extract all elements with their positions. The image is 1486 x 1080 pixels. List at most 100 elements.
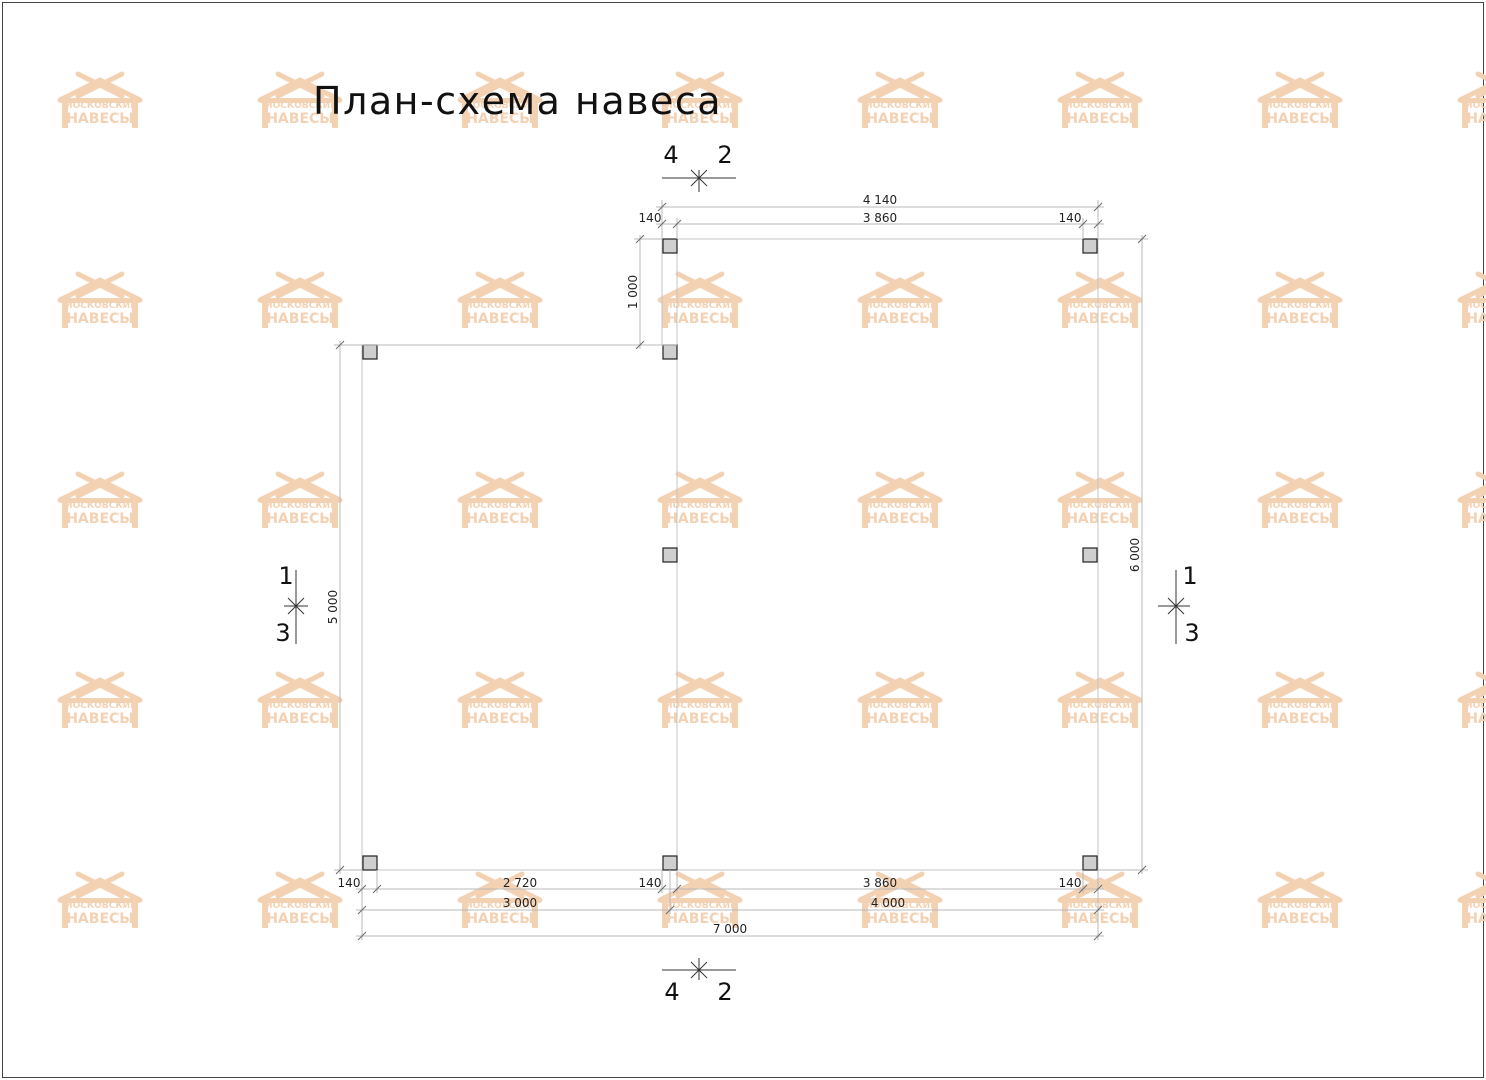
section-label: 3: [275, 619, 290, 647]
svg-text:МОСКОВСКИЕ: МОСКОВСКИЕ: [64, 701, 137, 711]
svg-text:МОСКОВСКИЕ: МОСКОВСКИЕ: [1064, 501, 1137, 511]
svg-text:НАВЕСЫ: НАВЕСЫ: [1266, 711, 1334, 727]
svg-text:МОСКОВСКИЕ: МОСКОВСКИЕ: [64, 501, 137, 511]
dim-top-post-left: 140: [639, 211, 662, 225]
right-dimensions: 6 000: [1098, 234, 1148, 875]
svg-text:НАВЕСЫ: НАВЕСЫ: [66, 311, 134, 327]
svg-text:МОСКОВСКИЕ: МОСКОВСКИЕ: [1464, 501, 1486, 511]
svg-text:НАВЕСЫ: НАВЕСЫ: [1266, 311, 1334, 327]
svg-text:МОСКОВСКИЕ: МОСКОВСКИЕ: [664, 901, 737, 911]
section-label: 2: [717, 141, 732, 169]
svg-text:НАВЕСЫ: НАВЕСЫ: [1466, 711, 1486, 727]
post: [662, 547, 678, 563]
dim-bottom-axis-2: 4 000: [871, 896, 905, 910]
section-label: 4: [664, 978, 679, 1006]
svg-text:МОСКОВСКИЕ: МОСКОВСКИЕ: [264, 701, 337, 711]
svg-text:МОСКОВСКИЕ: МОСКОВСКИЕ: [464, 501, 537, 511]
svg-text:НАВЕСЫ: НАВЕСЫ: [666, 111, 734, 127]
svg-text:МОСКОВСКИЕ: МОСКОВСКИЕ: [264, 301, 337, 311]
dim-bottom-overall: 7 000: [713, 922, 747, 936]
svg-text:МОСКОВСКИЕ: МОСКОВСКИЕ: [664, 301, 737, 311]
svg-text:НАВЕСЫ: НАВЕСЫ: [1466, 311, 1486, 327]
post: [662, 344, 678, 360]
svg-text:МОСКОВСКИЕ: МОСКОВСКИЕ: [1264, 701, 1337, 711]
svg-text:НАВЕСЫ: НАВЕСЫ: [1266, 911, 1334, 927]
dim-right-height: 6 000: [1128, 538, 1142, 572]
section-marker-top: 4 2: [662, 141, 736, 192]
dim-bottom-post-1: 140: [338, 876, 361, 890]
section-label: 3: [1184, 619, 1199, 647]
dim-bottom-axis-1: 3 000: [503, 896, 537, 910]
dim-top-span: 3 860: [863, 211, 897, 225]
svg-text:НАВЕСЫ: НАВЕСЫ: [466, 111, 534, 127]
svg-text:НАВЕСЫ: НАВЕСЫ: [1466, 111, 1486, 127]
svg-text:МОСКОВСКИЕ: МОСКОВСКИЕ: [864, 701, 937, 711]
plan-title: План-схема навеса: [313, 79, 722, 123]
svg-text:МОСКОВСКИЕ: МОСКОВСКИЕ: [64, 301, 137, 311]
dim-bottom-span-1: 2 720: [503, 876, 537, 890]
svg-text:МОСКОВСКИЕ: МОСКОВСКИЕ: [1064, 701, 1137, 711]
svg-text:МОСКОВСКИЕ: МОСКОВСКИЕ: [864, 501, 937, 511]
svg-text:МОСКОВСКИЕ: МОСКОВСКИЕ: [1264, 301, 1337, 311]
svg-text:НАВЕСЫ: НАВЕСЫ: [1266, 111, 1334, 127]
svg-text:НАВЕСЫ: НАВЕСЫ: [866, 711, 934, 727]
svg-text:НАВЕСЫ: НАВЕСЫ: [1466, 911, 1486, 927]
section-marker-left: 1 3: [275, 562, 308, 647]
post: [662, 855, 678, 871]
svg-text:МОСКОВСКИЕ: МОСКОВСКИЕ: [1064, 301, 1137, 311]
svg-text:НАВЕСЫ: НАВЕСЫ: [1266, 511, 1334, 527]
section-label: 1: [1182, 562, 1197, 590]
svg-text:НАВЕСЫ: НАВЕСЫ: [266, 111, 334, 127]
post: [1082, 238, 1098, 254]
svg-text:МОСКОВСКИЕ: МОСКОВСКИЕ: [864, 901, 937, 911]
svg-text:МОСКОВСКИЕ: МОСКОВСКИЕ: [664, 701, 737, 711]
dim-left-height: 5 000: [326, 590, 340, 624]
svg-text:НАВЕСЫ: НАВЕСЫ: [666, 511, 734, 527]
svg-text:МОСКОВСКИЕ: МОСКОВСКИЕ: [464, 701, 537, 711]
svg-text:МОСКОВСКИЕ: МОСКОВСКИЕ: [64, 901, 137, 911]
svg-text:МОСКОВСКИЕ: МОСКОВСКИЕ: [264, 901, 337, 911]
post: [662, 238, 678, 254]
svg-text:НАВЕСЫ: НАВЕСЫ: [1466, 511, 1486, 527]
svg-text:НАВЕСЫ: НАВЕСЫ: [66, 911, 134, 927]
svg-text:МОСКОВСКИЕ: МОСКОВСКИЕ: [264, 501, 337, 511]
section-label: 1: [278, 562, 293, 590]
svg-text:МОСКОВСКИЕ: МОСКОВСКИЕ: [864, 101, 937, 111]
svg-text:НАВЕСЫ: НАВЕСЫ: [1066, 711, 1134, 727]
svg-text:НАВЕСЫ: НАВЕСЫ: [866, 311, 934, 327]
svg-text:МОСКОВСКИЕ: МОСКОВСКИЕ: [1464, 901, 1486, 911]
svg-text:МОСКОВСКИЕ: МОСКОВСКИЕ: [1064, 101, 1137, 111]
post: [1082, 855, 1098, 871]
left-dimensions: 1 000 5 000: [326, 234, 677, 875]
dim-bottom-span-2: 3 860: [863, 876, 897, 890]
